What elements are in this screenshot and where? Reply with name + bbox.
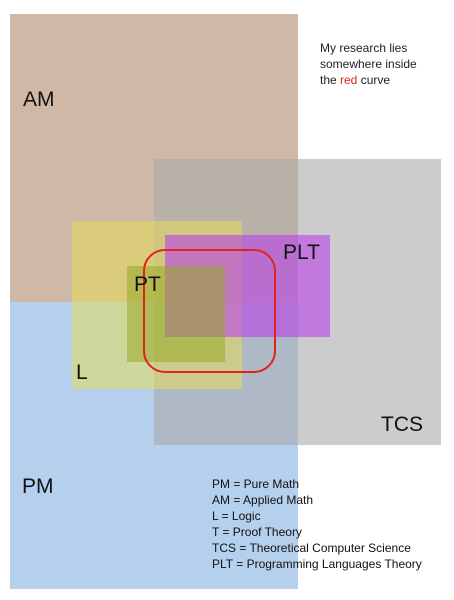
l-label: L xyxy=(76,361,88,384)
research-scope-curve xyxy=(143,249,276,373)
legend: PM = Pure Math AM = Applied Math L = Log… xyxy=(212,476,450,572)
legend-item-pm: PM = Pure Math xyxy=(212,477,300,491)
note-line-3-prefix: the xyxy=(320,73,341,87)
note-line-3-suffix: curve xyxy=(357,73,391,87)
tcs-label: TCS xyxy=(381,413,423,436)
note-line-3: the red curve xyxy=(320,72,448,88)
pt-label: PT xyxy=(134,273,161,296)
legend-item-l: L = Logic xyxy=(212,509,261,523)
note-line-2: somewhere inside xyxy=(320,57,417,71)
research-note: My research lies somewhere inside the re… xyxy=(320,40,448,88)
legend-item-tcs: TCS = Theoretical Computer Science xyxy=(212,541,411,555)
legend-item-plt: PLT = Programming Languages Theory xyxy=(212,557,422,571)
legend-item-t: T = Proof Theory xyxy=(212,525,302,539)
pm-label: PM xyxy=(22,475,54,498)
note-red-word: red xyxy=(340,73,358,87)
am-label: AM xyxy=(23,88,55,111)
legend-item-am: AM = Applied Math xyxy=(212,493,314,507)
note-line-1: My research lies xyxy=(320,41,408,55)
plt-label: PLT xyxy=(283,241,320,264)
